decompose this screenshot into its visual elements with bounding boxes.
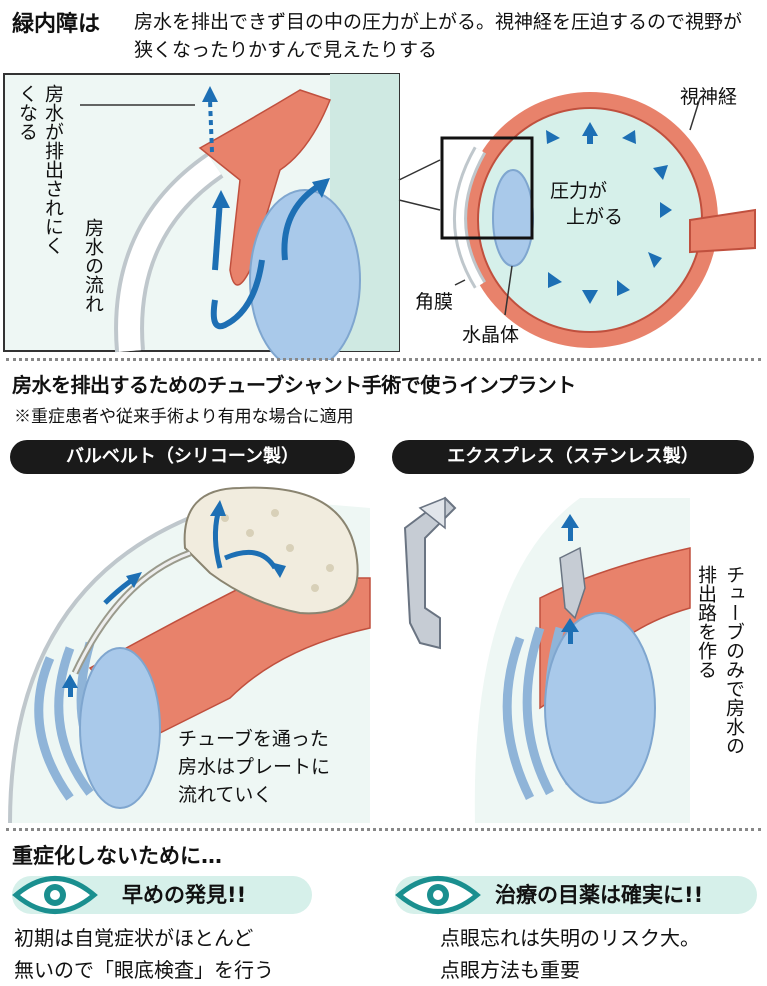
express-lens (544, 612, 656, 804)
tip2-line1: 点眼忘れは失明のリスク大。 (440, 926, 700, 950)
tip2-heading: 治療の目薬は確実に!! (495, 883, 704, 907)
label-pressure-1: 圧力が (550, 180, 608, 202)
label-drain: 房水が排出されにくくなる (16, 84, 64, 255)
pressure-arrows (546, 122, 672, 304)
prevention-title: 重症化しないために… (12, 844, 222, 868)
implant-note: ※重症患者や従来手術より有用な場合に適用 (14, 407, 354, 427)
flow-arrow-3 (212, 199, 223, 271)
baerveldt-caption-2: 房水はプレートに (178, 756, 331, 778)
tip1-heading: 早めの発見!! (122, 883, 247, 907)
baerveldt-pill: バルベルト（シリコーン製） (10, 440, 355, 474)
baerveldt-lens (79, 647, 161, 809)
optic-nerve (689, 208, 756, 254)
eye-icon (12, 870, 98, 920)
tip1-line1: 初期は自覚症状がほとんど (14, 926, 254, 950)
label-cornea: 角膜 (415, 291, 454, 313)
label-pressure-2: 上がる (566, 206, 624, 228)
baerveldt-caption-3: 流れていく (178, 784, 273, 806)
baerveldt-arrows (62, 500, 286, 697)
label-nerve: 視神経 (680, 86, 738, 108)
zoom-indicator (440, 136, 534, 240)
express-pill: エクスプレス（ステンレス製） (392, 440, 754, 474)
plate-dots (221, 509, 334, 592)
divider-1 (6, 358, 761, 361)
page-description: 房水を排出できず目の中の圧力が上がる。視神経を圧迫するので視野が狭くなったりかす… (134, 11, 743, 61)
tip2-line2: 点眼方法も重要 (440, 958, 580, 982)
baerveldt-muscle (88, 577, 371, 739)
implant-title: 房水を排出するためのチューブシャント手術で使うインプラント (12, 373, 576, 397)
divider-2 (6, 828, 761, 831)
express-caption-2: 排出路を作る (695, 565, 717, 679)
express-implant (559, 546, 586, 620)
express-device (403, 496, 457, 650)
tip1-line2: 無いので「眼底検査」を行う (14, 958, 274, 982)
zoom-lens (249, 189, 361, 360)
implant-illustration (8, 486, 691, 823)
page-title: 緑内障は (12, 12, 101, 37)
eye-icon (395, 870, 481, 920)
implant-illustrations (0, 478, 767, 823)
glaucoma-diagram (0, 70, 767, 360)
label-flow: 房水の流れ (82, 218, 104, 313)
zoom-iris (198, 89, 331, 286)
flow-arrow-1 (281, 182, 322, 261)
baerveldt-caption-1: チューブを通った (178, 728, 329, 750)
flow-arrow-2 (210, 259, 265, 330)
eye-lens (492, 169, 534, 267)
label-lens: 水晶体 (462, 324, 520, 346)
glaucoma-illustration (3, 73, 756, 360)
express-caption-1: チューブのみで房水の (723, 565, 745, 755)
express-arrows (561, 514, 579, 644)
